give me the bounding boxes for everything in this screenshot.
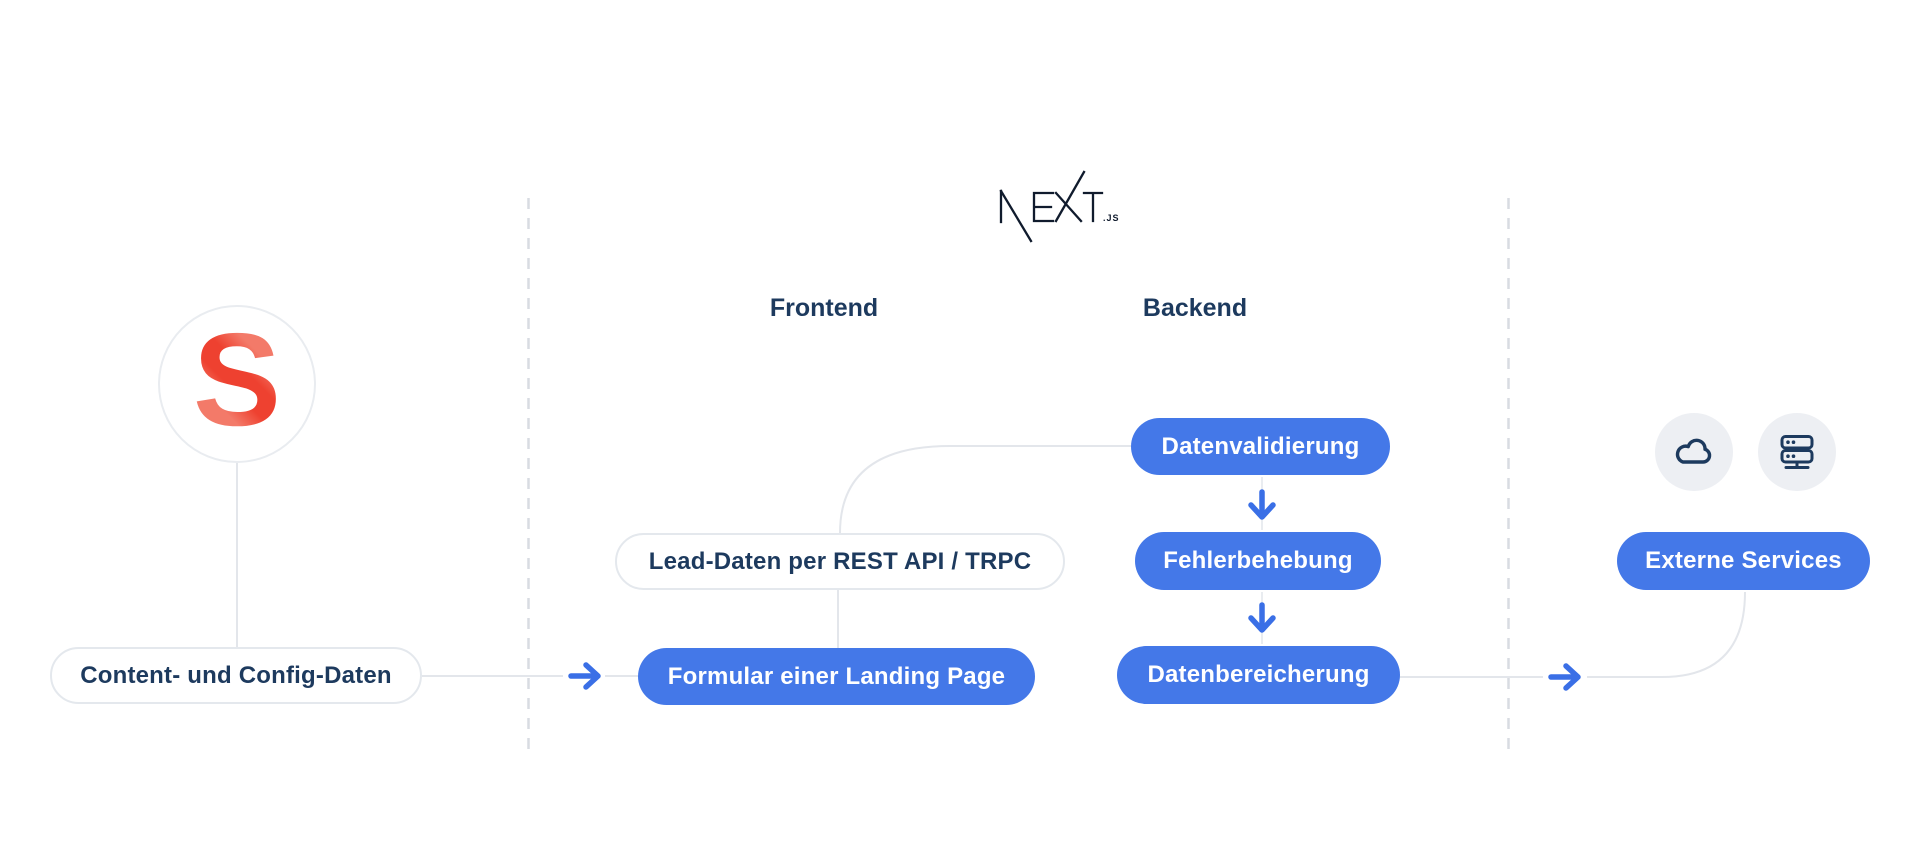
nextjs-letter-t xyxy=(1082,191,1104,223)
data-enrichment-pill: Datenbereicherung xyxy=(1117,646,1400,704)
connector-enrich-to-external-2 xyxy=(1587,591,1746,678)
content-config-pill: Content- und Config-Daten xyxy=(50,647,422,704)
cloud-icon-circle xyxy=(1655,413,1733,491)
connector-lead-to-validation xyxy=(839,445,1131,534)
server-icon-circle xyxy=(1758,413,1836,491)
arrow-down-icon xyxy=(1248,489,1276,520)
nextjs-letter-x xyxy=(1054,170,1086,223)
arrow-right-icon xyxy=(568,662,601,690)
nextjs-letter-n-diagonal xyxy=(999,189,1033,243)
nextjs-suffix: .JS xyxy=(1103,213,1120,223)
nextjs-letter-e xyxy=(1032,191,1055,223)
cloud-icon xyxy=(1675,438,1712,464)
frontend-column-label: Frontend xyxy=(769,294,879,322)
landing-page-form-pill: Formular einer Landing Page xyxy=(638,648,1035,705)
backend-column-label: Backend xyxy=(1142,294,1248,322)
data-validation-pill: Datenvalidierung xyxy=(1131,418,1390,475)
error-handling-pill: Fehlerbehebung xyxy=(1135,532,1381,590)
arrow-right-icon xyxy=(1548,663,1581,691)
sanity-s-letter: S xyxy=(192,306,282,453)
external-services-pill: Externe Services xyxy=(1617,532,1870,590)
server-icon xyxy=(1780,435,1814,469)
sanity-logo: S xyxy=(158,305,316,463)
arrow-down-icon xyxy=(1248,602,1276,633)
nextjs-logo: .JS xyxy=(999,170,1120,243)
lead-data-pill: Lead-Daten per REST API / TRPC xyxy=(615,533,1065,590)
